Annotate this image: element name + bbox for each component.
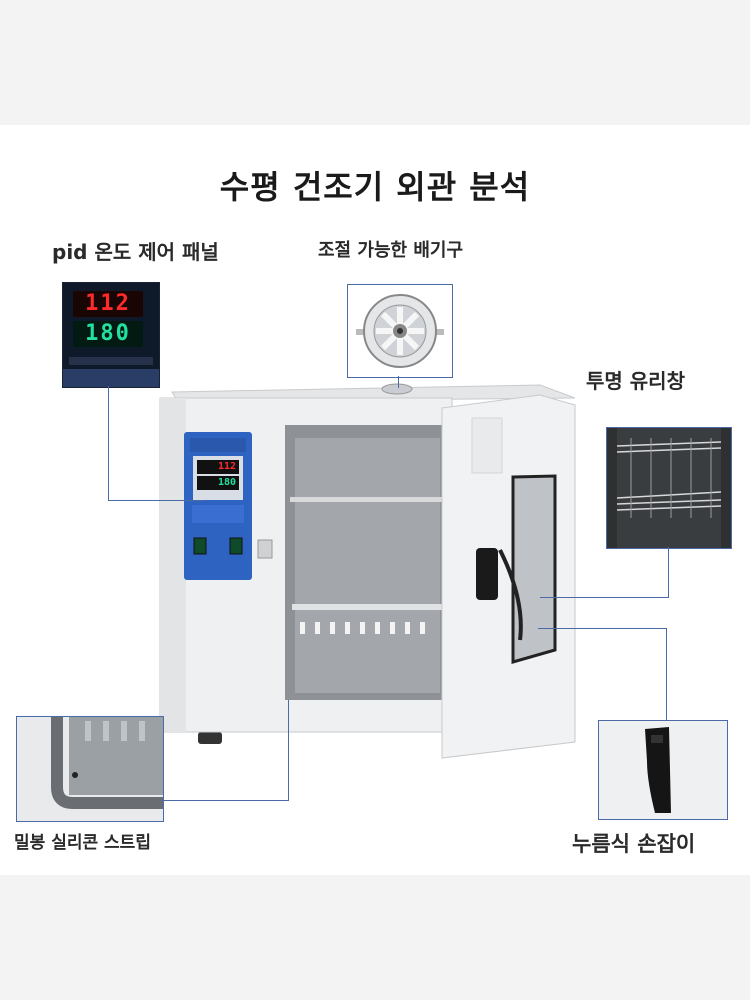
controller-sv-readout: 180 [217,477,236,488]
inset-glass-window [606,427,732,549]
label-adjustable-vent: 조절 가능한 배기구 [318,240,464,261]
leader-handle-vertical [666,628,667,720]
inset-push-handle [598,720,728,820]
top-vent-knob [381,383,413,395]
leader-seal-vertical [288,700,289,800]
power-switch [193,537,207,555]
chamber-back [295,438,440,693]
inset-vent [347,284,453,378]
leader-pid-vertical [108,386,109,500]
heat-switch [229,537,243,555]
door-label [471,417,503,474]
label-silicone-seal: 밀봉 실리콘 스트립 [14,833,151,853]
leader-handle-horizontal [538,628,667,629]
control-panel-header [190,438,246,452]
leader-vent [398,376,399,388]
oven-foot-left [198,732,222,744]
controller-pv-readout: 112 [217,461,236,472]
leader-pid-horizontal [108,500,204,501]
door-gasket [498,549,523,641]
inset-sv-readout: 180 [85,321,131,346]
door-handle [476,548,498,600]
inset-silicone-seal [16,716,164,822]
leader-seal-horizontal [162,800,289,801]
page-title: 수평 건조기 외관 분석 [219,168,531,206]
oven-side-panel [160,398,186,732]
panel-label-strip [192,505,244,523]
inset-pv-window [73,291,143,317]
inset-pid-panel: 112 180 [62,282,160,388]
inset-pv-readout: 112 [85,291,131,316]
label-glass-window: 투명 유리창 [586,369,685,393]
label-pid-panel: pid 온도 제어 패널 [52,240,219,264]
shelf-lower [292,604,442,610]
inset-buttons-row [69,357,153,365]
handle-body [645,727,671,813]
inset-sv-window [73,321,143,347]
leader-window-horizontal [540,597,669,598]
shelf-upper [290,497,442,502]
door-window [511,474,557,664]
inset-base [63,369,159,387]
controller-pv-window [197,460,239,474]
vent-slots [300,622,425,634]
controller-sv-window [197,476,239,490]
leader-window-vertical [668,547,669,597]
label-push-handle: 누름식 손잡이 [572,832,696,856]
door-hinge [257,539,273,559]
